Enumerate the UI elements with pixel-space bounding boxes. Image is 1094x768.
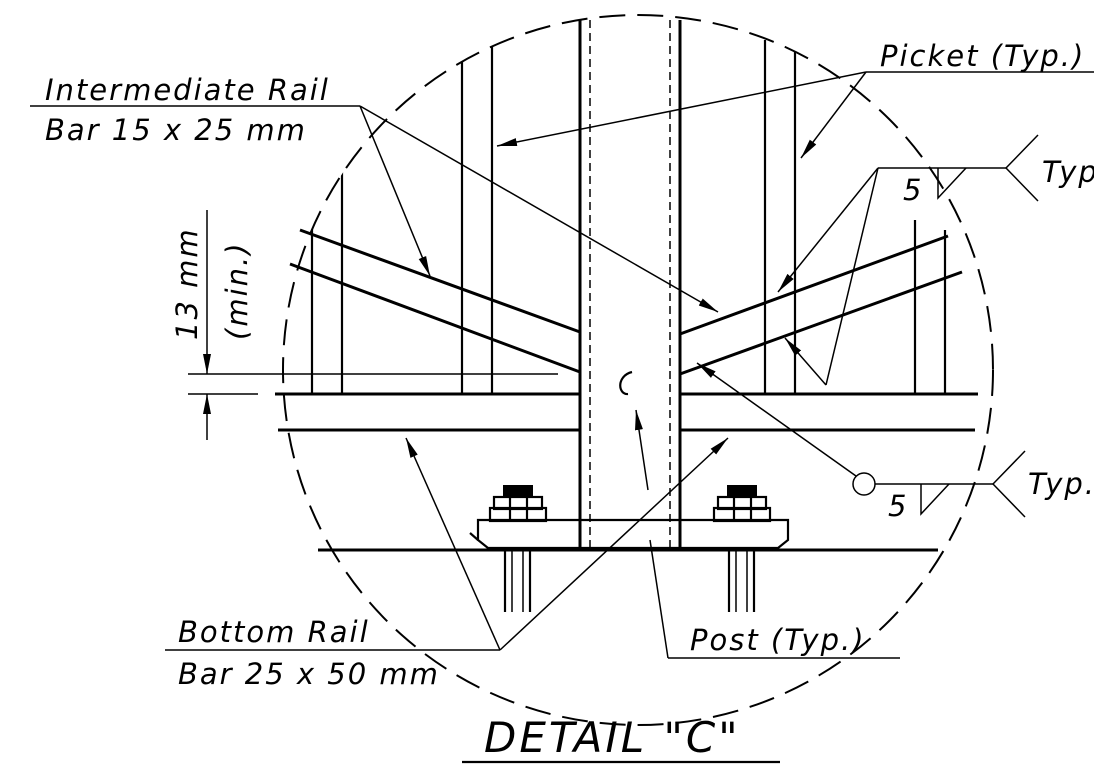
intermediate-rail-left xyxy=(289,228,581,374)
intermediate-rail-size-label: Bar 15 x 25 mm xyxy=(45,113,307,147)
bottom-rail xyxy=(275,392,978,432)
weld-tail-top: Typ. xyxy=(1042,155,1094,189)
detail-boundary-circle xyxy=(282,14,994,726)
break-symbol xyxy=(619,370,633,396)
post-label: Post (Typ.) xyxy=(690,623,866,657)
anchor-bolt-right xyxy=(712,485,772,612)
weld-tail-bottom: Typ. xyxy=(1028,467,1094,501)
base-plate xyxy=(318,518,938,552)
anchor-bolt-left xyxy=(488,485,548,612)
bottom-rail-label: Bottom Rail xyxy=(178,615,370,649)
intermediate-rail-right xyxy=(679,234,963,376)
weld-symbol-bottom xyxy=(696,362,1026,518)
bottom-rail-leaders xyxy=(405,437,729,651)
detail-title: DETAIL "C" xyxy=(484,713,741,762)
post-leaders xyxy=(635,409,669,659)
clearance-note: (min.) xyxy=(220,241,254,340)
picket-leaders xyxy=(496,71,867,159)
bottom-rail-size-label: Bar 25 x 50 mm xyxy=(178,657,440,691)
clearance-dimension xyxy=(188,210,558,440)
intermediate-rail-leaders xyxy=(359,105,719,313)
post xyxy=(578,20,682,548)
picket-label: Picket (Typ.) xyxy=(880,39,1085,73)
weld-symbol-top xyxy=(777,134,1039,386)
intermediate-rail-label: Intermediate Rail xyxy=(45,73,330,107)
weld-size-top: 5 xyxy=(903,173,923,207)
pickets xyxy=(310,30,947,395)
weld-size-bottom: 5 xyxy=(888,489,908,523)
clearance-label: 13 mm xyxy=(170,227,204,340)
